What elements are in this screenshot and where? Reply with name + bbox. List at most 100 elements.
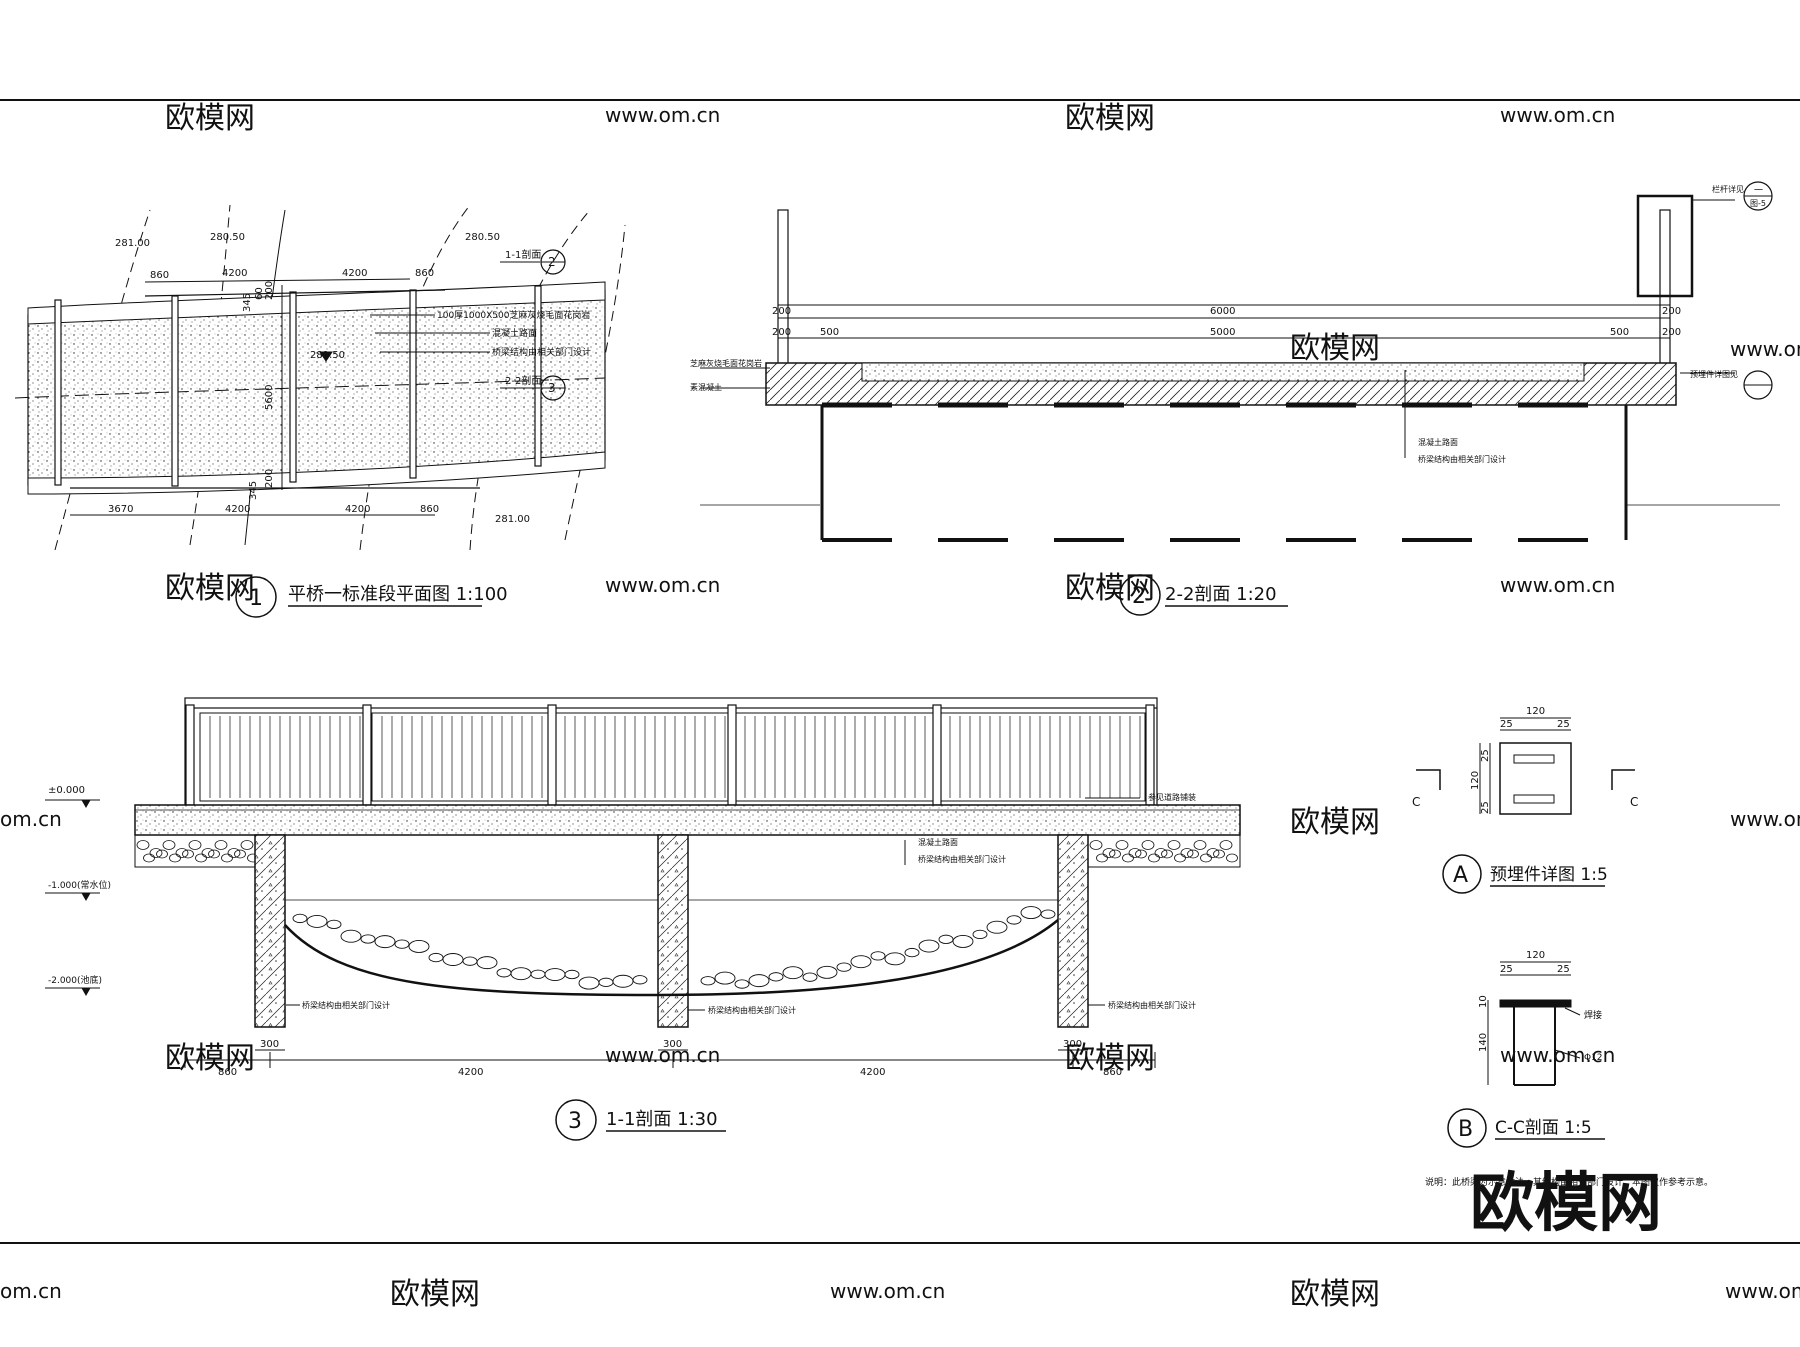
rubble-stone bbox=[1102, 848, 1116, 858]
detail-a-dim: 25 bbox=[1500, 719, 1513, 730]
detail-a-letter: A bbox=[1453, 863, 1468, 888]
rubble-stone bbox=[169, 853, 181, 863]
sec11-title: 1-1剖面 1:30 bbox=[606, 1109, 718, 1130]
riverbed-stone bbox=[632, 975, 648, 985]
plan-number: 1 bbox=[249, 586, 263, 611]
rubble-stone bbox=[195, 853, 207, 863]
watermark-brand: 欧模网 bbox=[165, 101, 255, 136]
riverbed-stone bbox=[496, 968, 512, 978]
section-1-1-title-block: 3 1-1剖面 1:30 bbox=[555, 1099, 726, 1141]
section-2-2 bbox=[700, 181, 1780, 542]
riverbed-stone bbox=[408, 939, 430, 953]
rubble-stone bbox=[1174, 853, 1186, 863]
plan-callout-number: 2 bbox=[548, 255, 556, 269]
sec22-note: 素混凝土 bbox=[690, 382, 722, 392]
rubble-stone bbox=[240, 840, 254, 850]
sec11-note: 桥梁结构由相关部门设计 bbox=[1108, 1000, 1196, 1010]
detail-b-texts: 120 25 25 10 140 焊接 Φ12 bbox=[1478, 950, 1603, 1063]
riverbed-stone bbox=[360, 934, 376, 944]
sec22-number: 2 bbox=[1132, 584, 1146, 609]
riverbed-stone bbox=[734, 979, 750, 989]
plan-dim: 200 bbox=[264, 469, 275, 488]
section-2-2-title-block: 2 2-2剖面 1:20 bbox=[1119, 574, 1288, 616]
sec11-dim: 860 bbox=[218, 1067, 237, 1078]
sec22-title: 2-2剖面 1:20 bbox=[1165, 584, 1277, 605]
sec11-note: 桥梁结构由相关部门设计 bbox=[302, 1000, 390, 1010]
sec11-note: 混凝土路面 bbox=[918, 837, 958, 847]
watermark-site: www.om.cn bbox=[1730, 337, 1800, 361]
riverbed-stone bbox=[816, 965, 838, 979]
sec22-note: 混凝土路面 bbox=[1418, 437, 1458, 447]
plan-dim: 860 bbox=[150, 270, 169, 281]
riverbed-stone bbox=[476, 956, 498, 970]
rubble-stone bbox=[175, 848, 189, 858]
sec11-number: 3 bbox=[568, 1109, 582, 1134]
railing-post bbox=[547, 704, 557, 806]
detail-a-cut: C bbox=[1412, 795, 1420, 809]
plan-dim: 860 bbox=[415, 268, 434, 279]
plan-dim: 4200 bbox=[345, 504, 370, 515]
detail-a-dim: 120 bbox=[1470, 771, 1481, 790]
riverbed-stone bbox=[972, 929, 988, 940]
plan-elev: 281.50 bbox=[310, 350, 345, 361]
riverbed-stone bbox=[952, 934, 974, 948]
rubble-stone bbox=[1213, 849, 1225, 859]
watermark-site: www.om.cn bbox=[1500, 103, 1615, 127]
watermark-site: www.om.cn bbox=[1500, 1043, 1615, 1067]
rubble-stone bbox=[1096, 853, 1108, 863]
detail-a bbox=[1416, 717, 1635, 815]
plan-section-label: 2-2剖面 bbox=[505, 374, 541, 387]
rubble-stone bbox=[1128, 848, 1142, 858]
watermark-partial: om.cn bbox=[0, 807, 62, 831]
watermark-site: www.om.cn bbox=[1730, 807, 1800, 831]
riverbed-stone bbox=[938, 934, 954, 944]
plan-elev: 280.50 bbox=[210, 232, 245, 243]
rubble-stone bbox=[1115, 840, 1129, 850]
rubble-stone bbox=[1141, 840, 1155, 850]
sec22-note: 芝麻灰烧毛面花岗岩 bbox=[690, 358, 762, 368]
detail-a-title-block: A 预埋件详图 1:5 bbox=[1442, 854, 1608, 894]
riverbed-stone bbox=[530, 969, 546, 979]
riverbed-stone bbox=[918, 939, 940, 953]
detail-a-dim: 25 bbox=[1557, 719, 1570, 730]
sec11-dim: 300 bbox=[663, 1039, 682, 1050]
sec11-level: -1.000(常水位) bbox=[48, 879, 111, 891]
rubble-stone bbox=[1226, 853, 1238, 863]
rubble-stone bbox=[1200, 853, 1212, 863]
watermark-brand: 欧模网 bbox=[165, 571, 255, 606]
plan-dim: 60 bbox=[254, 287, 265, 300]
sec22-ref: 一 bbox=[1754, 186, 1763, 196]
riverbed-stone bbox=[870, 951, 886, 961]
plan-section-label: 1-1剖面 bbox=[505, 248, 541, 261]
plan-callout-number: 3 bbox=[548, 381, 556, 395]
detail-a-cut: C bbox=[1630, 795, 1638, 809]
plan-texts: 281.00 280.50 280.50 281.50 281.00 860 4… bbox=[108, 232, 591, 525]
plan-view bbox=[14, 204, 626, 551]
riverbed-stone bbox=[768, 972, 784, 982]
plan-dim: 200 bbox=[264, 281, 275, 300]
detail-b-dim: 140 bbox=[1478, 1033, 1489, 1052]
rubble-stone bbox=[149, 848, 163, 858]
sec22-dim: 200 bbox=[772, 327, 791, 338]
rubble-stone bbox=[1161, 849, 1173, 859]
watermark-brand: 欧模网 bbox=[1290, 805, 1380, 840]
rubble-stone bbox=[162, 840, 176, 850]
rubble-stone bbox=[234, 849, 246, 859]
detail-b-dim: 10 bbox=[1478, 995, 1489, 1008]
plan-dim: 5600 bbox=[264, 385, 275, 410]
rubble-stone bbox=[156, 849, 168, 859]
plan-note: 混凝土路面 bbox=[492, 327, 537, 339]
sec11-dim: 300 bbox=[1063, 1039, 1082, 1050]
rubble-stone bbox=[1154, 848, 1168, 858]
plan-title: 平桥一标准段平面图 1:100 bbox=[288, 584, 508, 605]
brand-mark: 欧模网 bbox=[1470, 1167, 1662, 1241]
detail-a-dim: 25 bbox=[1480, 801, 1491, 814]
watermark-site: www.om.cn bbox=[1500, 573, 1615, 597]
detail-b-letter: B bbox=[1458, 1117, 1473, 1142]
rubble-stone bbox=[201, 848, 215, 858]
riverbed-stone bbox=[462, 956, 478, 966]
sec11-level: ±0.000 bbox=[48, 785, 85, 796]
sec22-dim: 200 bbox=[1662, 327, 1681, 338]
plan-note: 桥梁结构由相关部门设计 bbox=[492, 346, 591, 358]
riverbed-stone bbox=[394, 939, 410, 949]
